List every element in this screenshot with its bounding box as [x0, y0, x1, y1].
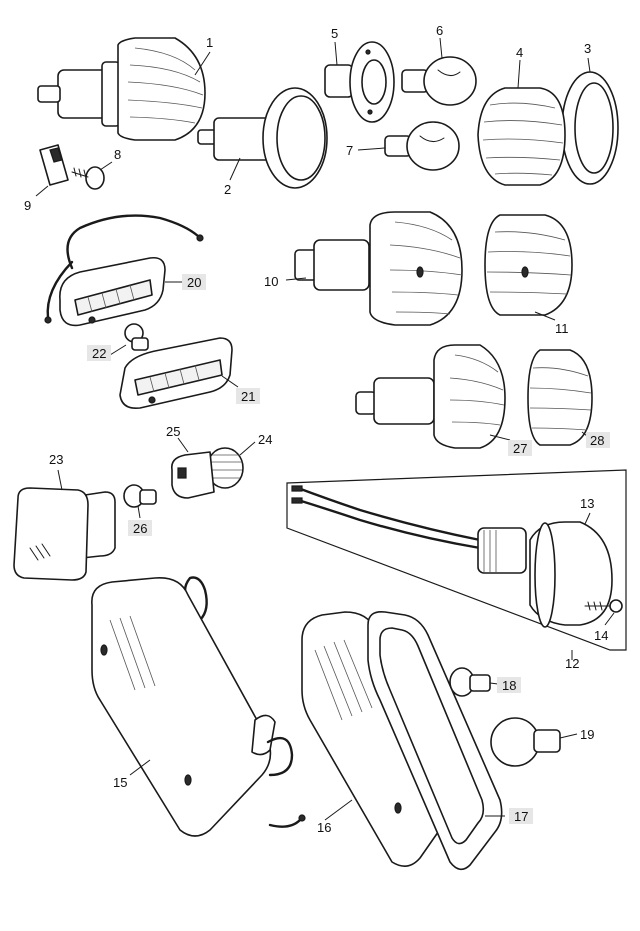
callout-21: 21: [241, 389, 255, 404]
callout-4: 4: [516, 45, 523, 60]
callout-13: 13: [580, 496, 594, 511]
callout-6: 6: [436, 23, 443, 38]
part-25-holder-socket: [170, 451, 215, 499]
part-12-assembly-frame: [286, 469, 627, 651]
part-19-bulb: [490, 717, 561, 767]
part-1-bullet-lamp: [37, 37, 206, 141]
callout-2: 2: [224, 182, 231, 197]
part-18-bulb: [449, 667, 491, 697]
part-2-lamp-body: [197, 87, 328, 189]
part-23-repeater-lamp: [13, 487, 116, 581]
callout-labels: 1 2 3 4 5 6 7 8 9 10 11 12 13 14 15 16 1…: [24, 23, 610, 835]
part-22-bulb: [124, 323, 149, 351]
part-8-screw: [71, 166, 105, 190]
part-20-side-lamp: [44, 214, 204, 327]
part-17-gasket: [367, 610, 503, 871]
callout-18: 18: [502, 678, 516, 693]
callout-12: 12: [565, 656, 579, 671]
part-7-bulb: [384, 121, 460, 171]
part-28-lens: [527, 349, 593, 446]
part-13-lamp: [477, 521, 613, 628]
callout-26: 26: [133, 521, 147, 536]
callout-1: 1: [206, 35, 213, 50]
part-11-lens: [484, 214, 573, 316]
callout-10: 10: [264, 274, 278, 289]
callout-17: 17: [514, 809, 528, 824]
callout-16: 16: [317, 820, 331, 835]
part-4-lens: [477, 87, 566, 186]
callout-14: 14: [594, 628, 608, 643]
callout-5: 5: [331, 26, 338, 41]
callout-11: 11: [555, 321, 569, 336]
part-15-rear-lamp: [91, 576, 306, 837]
callout-3: 3: [584, 41, 591, 56]
part-27-lamp: [355, 344, 506, 449]
callout-9: 9: [24, 198, 31, 213]
part-10-lamp: [294, 211, 463, 326]
callout-20: 20: [187, 275, 201, 290]
callout-19: 19: [580, 727, 594, 742]
part-9-clip: [39, 144, 69, 186]
callout-22: 22: [92, 346, 106, 361]
part-14-screw: [584, 599, 623, 613]
callout-15: 15: [113, 775, 127, 790]
callout-27: 27: [513, 441, 527, 456]
callout-28: 28: [590, 433, 604, 448]
callout-25: 25: [166, 424, 180, 439]
leader-lines: [35, 37, 615, 821]
part-5-holder: [324, 41, 395, 123]
callout-23: 23: [49, 452, 63, 467]
part-21-side-lens: [119, 337, 233, 410]
part-3-rim: [561, 71, 619, 185]
callout-24: 24: [258, 432, 272, 447]
callout-7: 7: [346, 143, 353, 158]
callout-8: 8: [114, 147, 121, 162]
part-26-bulb: [123, 484, 157, 508]
part-6-bulb: [401, 56, 477, 106]
